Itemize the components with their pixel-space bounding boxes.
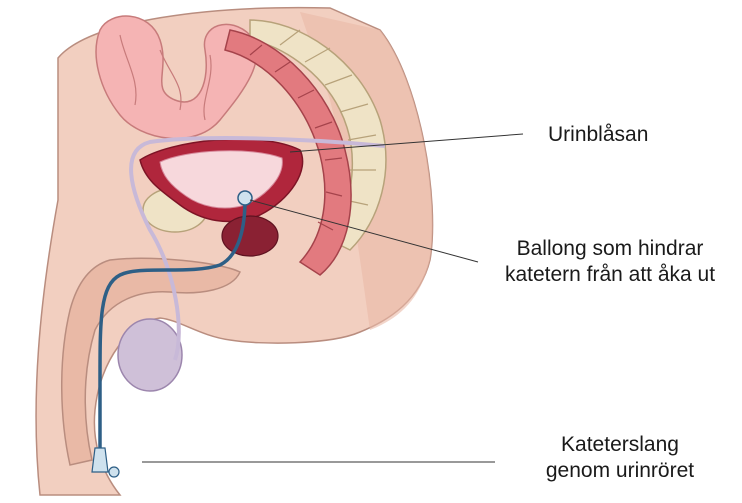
catheter-balloon xyxy=(237,190,253,206)
label-kateterslang: Kateterslang genom urinröret xyxy=(520,432,720,484)
catheter-tube xyxy=(98,199,247,450)
sacrum-bone xyxy=(249,19,387,251)
label-ballong: Ballong som hindrar katetern från att åk… xyxy=(482,236,738,288)
leader-line-balloon xyxy=(249,199,479,263)
sacrum-segments xyxy=(279,29,377,206)
intestine-folds xyxy=(119,34,212,121)
label-kateterslang-line-1: Kateterslang xyxy=(561,433,679,456)
label-ballong-line-1: Ballong som hindrar xyxy=(516,237,704,260)
label-kateterslang-line-2: genom urinröret xyxy=(545,459,695,482)
label-ballong-line-2: katetern från att åka ut xyxy=(504,263,716,286)
vas-deferens xyxy=(129,136,386,361)
prostate xyxy=(221,215,279,257)
label-urinblasan: Urinblåsan xyxy=(548,123,649,146)
testis xyxy=(117,318,183,392)
penis xyxy=(60,257,241,466)
bladder-lumen xyxy=(159,150,283,209)
intestine-loops xyxy=(95,15,258,140)
leader-line-bladder xyxy=(289,133,524,153)
catheter-end xyxy=(91,447,109,473)
rectum xyxy=(224,29,352,276)
rectum-folds xyxy=(249,44,343,231)
catheter-valve xyxy=(108,466,120,478)
